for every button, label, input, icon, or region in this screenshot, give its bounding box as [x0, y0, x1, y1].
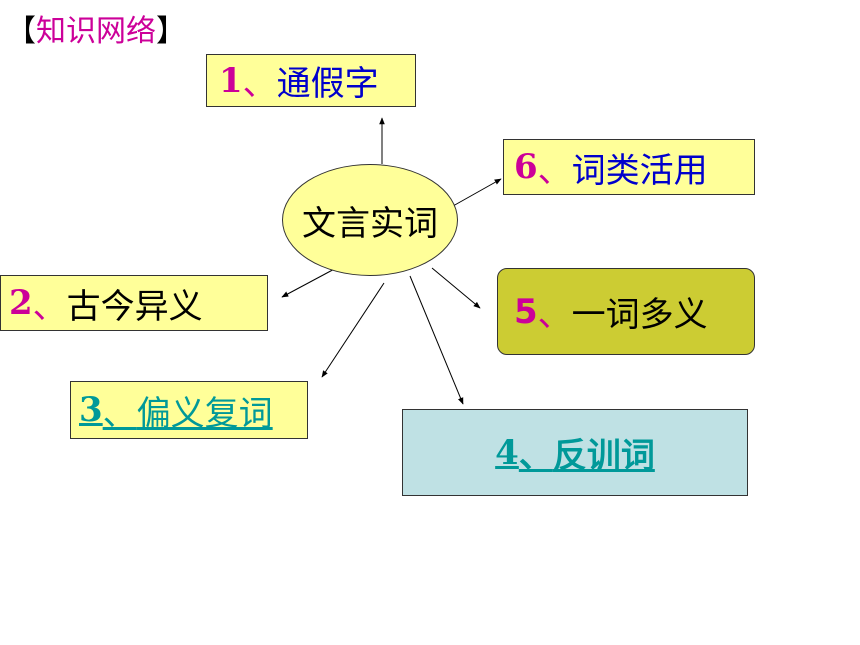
- arrow-to-node-5: [431, 267, 481, 309]
- node-2-label: 古今异义: [66, 286, 203, 327]
- node-3-number: 3: [79, 390, 103, 430]
- title-close-bracket: 】: [156, 14, 186, 49]
- arrow-to-node-3: [321, 282, 385, 378]
- node-3-box[interactable]: 3、偏义复词: [70, 381, 308, 439]
- node-2-number: 2: [9, 283, 33, 323]
- node-6-number: 6: [514, 147, 538, 187]
- central-node: 文言实词: [282, 164, 458, 276]
- node-4-box[interactable]: 4、反训词: [402, 409, 748, 496]
- arrow-to-node-2: [281, 265, 341, 298]
- node-1-number: 1: [219, 60, 243, 101]
- title-open-bracket: 【: [6, 14, 36, 49]
- node-3-label: 偏义复词: [136, 393, 273, 434]
- node-2-separator: 、: [32, 286, 67, 327]
- central-node-label: 文言实词: [302, 203, 438, 244]
- node-2-box: 2、古今异义: [0, 275, 268, 331]
- node-6-box: 6、词类活用: [503, 139, 755, 195]
- node-1-box: 1、通假字: [206, 54, 416, 107]
- title-text: 知识网络: [36, 14, 156, 49]
- node-5-separator: 、: [537, 295, 572, 335]
- node-4-separator: 、: [518, 436, 553, 476]
- node-5-box: 5、一词多义: [497, 268, 755, 355]
- node-3-separator: 、: [102, 393, 137, 434]
- node-6-label: 词类活用: [571, 150, 708, 191]
- node-5-number: 5: [514, 291, 538, 332]
- node-5-label: 一词多义: [571, 295, 708, 335]
- arrow-to-node-4: [409, 275, 464, 405]
- node-4-number: 4: [495, 432, 519, 473]
- section-title: 【知识网络】: [6, 12, 186, 52]
- node-1-separator: 、: [242, 64, 277, 104]
- arrow-to-node-6: [452, 178, 502, 207]
- node-4-label: 反训词: [552, 436, 655, 476]
- node-6-separator: 、: [537, 150, 572, 191]
- node-1-label: 通假字: [276, 64, 379, 104]
